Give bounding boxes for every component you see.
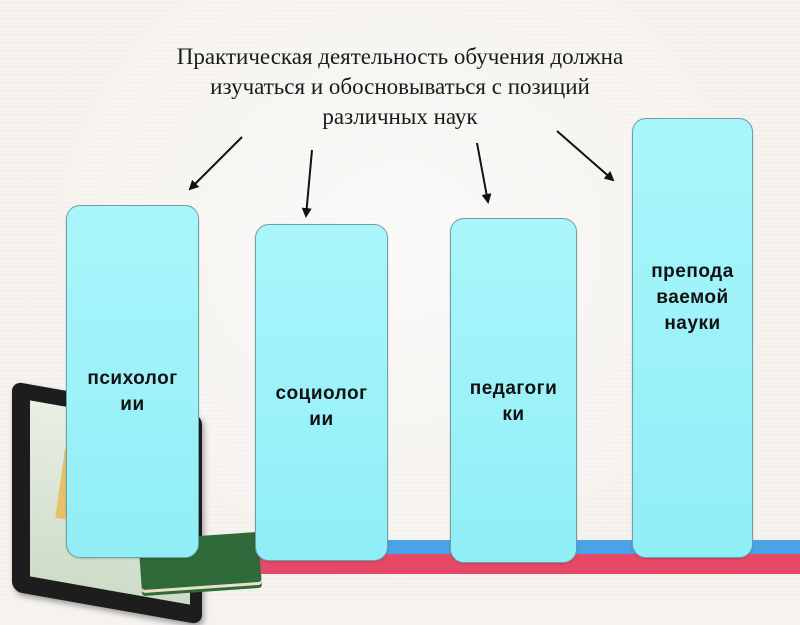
arrow-to-subject: [557, 131, 613, 180]
pedagogy-box: педагоги ки: [450, 218, 577, 563]
psychology-label: психолог ии: [87, 366, 177, 418]
pedagogy-label: педагоги ки: [470, 376, 558, 428]
taught-subject-label: препода ваемой науки: [651, 259, 734, 337]
taught-subject-box: препода ваемой науки: [632, 118, 753, 558]
psychology-box: психолог ии: [66, 205, 199, 558]
arrow-to-sociology: [306, 150, 312, 216]
arrow-to-psychology: [190, 137, 242, 189]
sociology-label: социолог ии: [275, 381, 367, 433]
sociology-box: социолог ии: [255, 224, 388, 561]
arrow-to-pedagogy: [477, 143, 488, 202]
